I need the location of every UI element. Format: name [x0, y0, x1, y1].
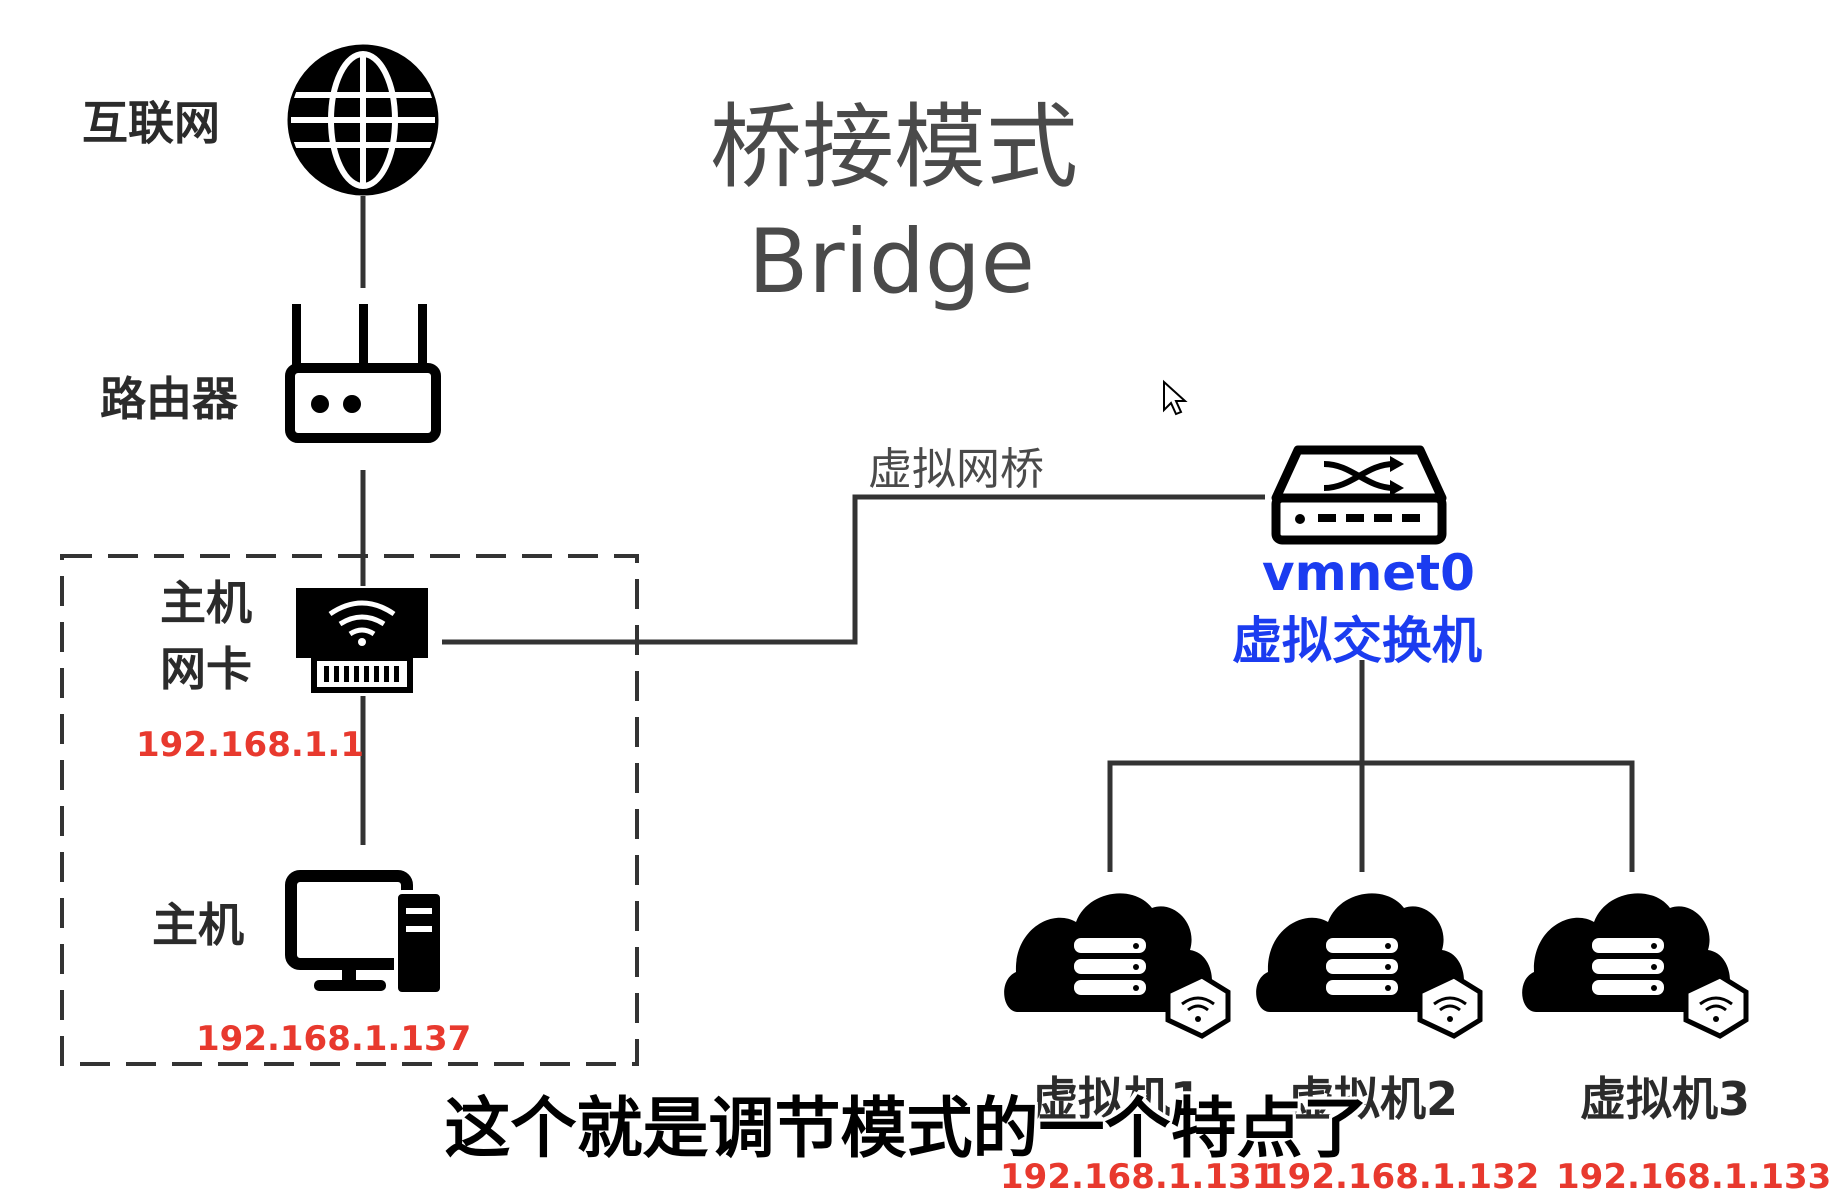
switch-name: vmnet0 [1262, 544, 1475, 602]
host-nic-label-line1: 主机 [160, 576, 252, 630]
switch-label: 虚拟交换机 [1232, 612, 1482, 670]
desktop-computer-icon [285, 870, 444, 996]
diagram-title-cn: 桥接模式 [710, 94, 1079, 201]
video-subtitle: 这个就是调节模式的一个特点了 [444, 1090, 1369, 1167]
network-switch-icon [1271, 445, 1447, 545]
network-card-icon [296, 588, 428, 693]
router-label: 路由器 [100, 372, 238, 426]
host-ip: 192.168.1.137 [196, 1019, 472, 1059]
internet-label: 互联网 [82, 96, 220, 150]
host-nic-label-line2: 网卡 [160, 642, 252, 696]
host-label: 主机 [152, 898, 244, 952]
cloud-server-icon [1522, 893, 1749, 1039]
host-nic-ip: 192.168.1.1 [136, 725, 365, 765]
cloud-server-icon [1004, 893, 1231, 1039]
vm3-label: 虚拟机3 [1580, 1072, 1751, 1126]
router-icon [285, 304, 441, 443]
link-switch-distribution [1107, 760, 1635, 872]
vm2-ip: 192.168.1.132 [1264, 1157, 1540, 1197]
host-boundary [60, 554, 639, 1066]
mouse-cursor-icon [1163, 379, 1188, 416]
virtual-bridge-label: 虚拟网桥 [868, 444, 1044, 495]
link-virtual-bridge [442, 494, 1265, 645]
vm1-label: 虚拟机1 [1032, 1072, 1203, 1126]
vm1-ip: 192.168.1.131 [1000, 1157, 1276, 1197]
vm3-ip: 192.168.1.133 [1556, 1157, 1831, 1197]
globe-icon [287, 44, 439, 196]
vm2-label: 虚拟机2 [1288, 1072, 1459, 1126]
cloud-server-icon [1256, 893, 1483, 1039]
diagram-title-en: Bridge [748, 210, 1035, 313]
